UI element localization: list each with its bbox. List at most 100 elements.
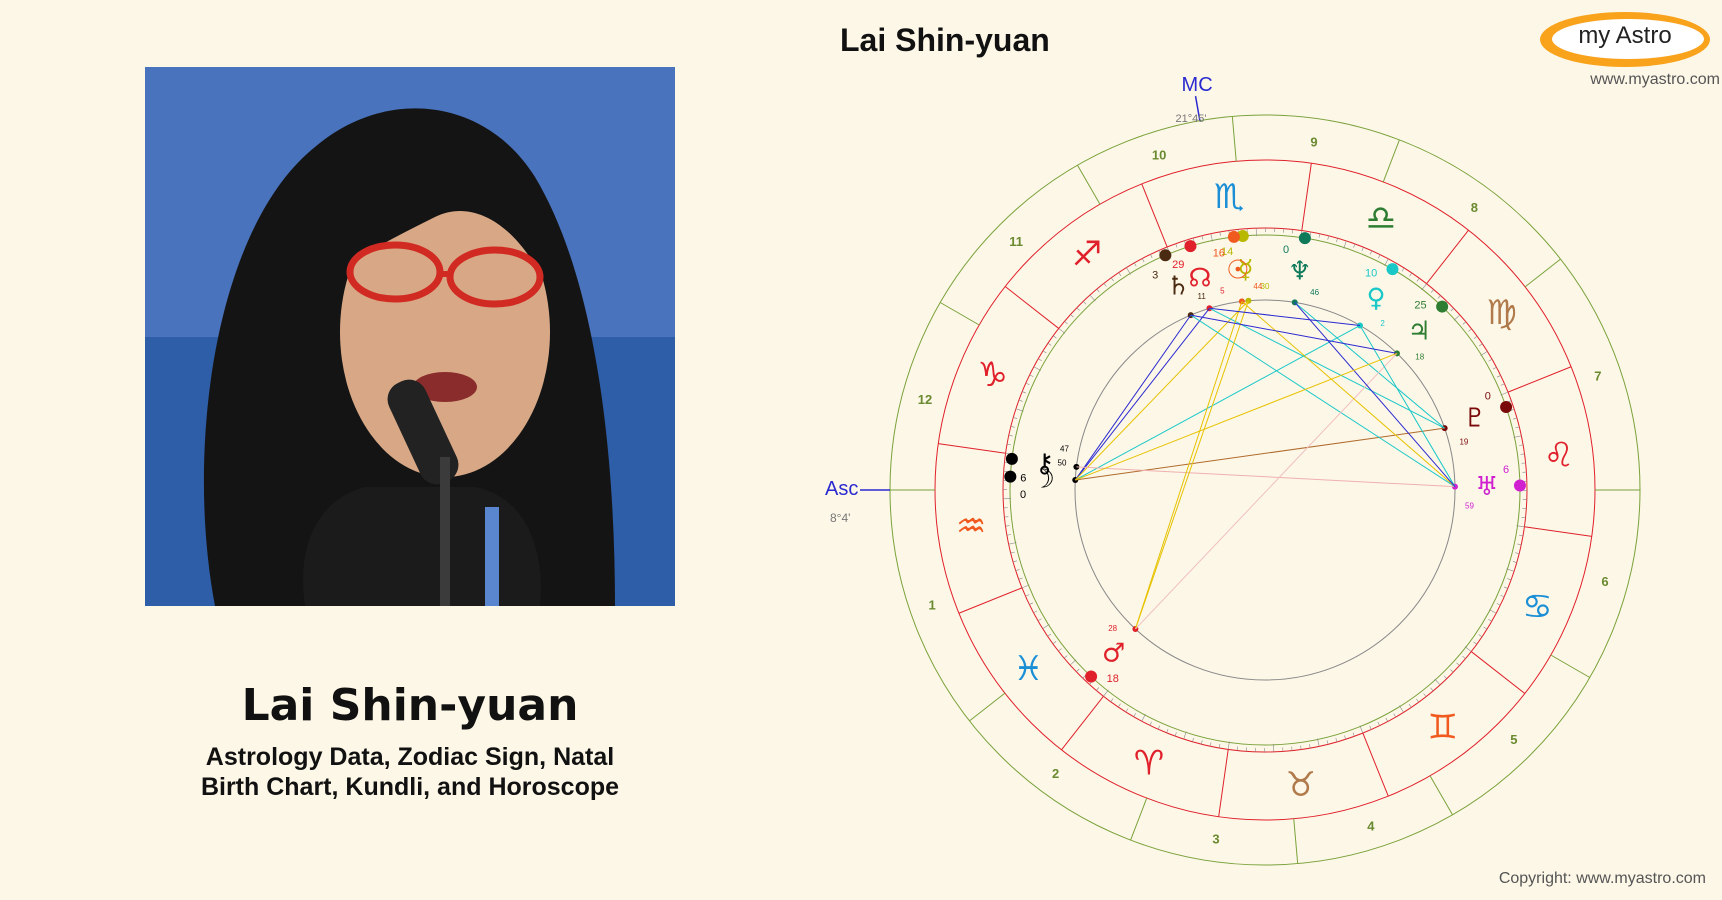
uranus-degree: 6 xyxy=(1503,464,1509,476)
degree-tick xyxy=(1058,648,1062,652)
logo-url[interactable]: www.myastro.com xyxy=(1590,71,1720,88)
uranus-marker xyxy=(1513,479,1526,492)
degree-tick xyxy=(1052,641,1057,644)
degree-tick xyxy=(1012,560,1017,563)
house-cusp xyxy=(1130,797,1148,841)
asc-label: Asc xyxy=(825,478,858,500)
myastro-logo[interactable]: my Astro xyxy=(1540,12,1710,67)
degree-tick xyxy=(1192,737,1194,742)
aspect-line xyxy=(1209,307,1361,326)
house-cusp xyxy=(1077,164,1101,205)
degree-tick xyxy=(1492,367,1497,370)
degree-tick xyxy=(1393,713,1396,718)
degree-tick xyxy=(1423,693,1427,697)
house-number: 11 xyxy=(1009,234,1023,249)
degree-tick xyxy=(1369,725,1372,730)
moon-marker xyxy=(1004,470,1017,483)
aspect-line xyxy=(1294,302,1456,488)
degree-tick xyxy=(1042,350,1047,354)
degree-tick xyxy=(1385,717,1388,722)
degree-tick xyxy=(1462,655,1466,659)
degree-tick xyxy=(1478,634,1483,638)
mercury-minute: 30 xyxy=(1261,282,1270,291)
neptune-icon: ♆ xyxy=(1288,257,1311,287)
degree-tick xyxy=(1416,278,1420,282)
degree-tick xyxy=(1450,669,1454,673)
degree-tick xyxy=(1500,383,1505,386)
gemini-sign-icon: ♊ xyxy=(1428,708,1458,748)
degree-tick xyxy=(1513,417,1518,420)
degree-tick xyxy=(1025,594,1030,597)
degree-tick xyxy=(1133,713,1136,717)
sign-divider xyxy=(1141,183,1168,248)
node-degree: 29 xyxy=(1172,259,1184,271)
sun-minute: 44 xyxy=(1253,282,1262,291)
node-minute: 5 xyxy=(1220,286,1225,295)
jupiter-marker xyxy=(1436,300,1449,313)
pluto-degree: 0 xyxy=(1485,390,1491,402)
pluto-icon: ♇ xyxy=(1463,404,1486,434)
degree-tick xyxy=(1488,619,1492,622)
sign-divider xyxy=(1470,651,1526,694)
mercury-marker xyxy=(1236,229,1249,242)
degree-tick xyxy=(1175,243,1178,248)
degree-tick xyxy=(1111,277,1114,282)
degree-tick xyxy=(1326,740,1329,745)
degree-tick xyxy=(1384,258,1389,267)
node-icon: ☊ xyxy=(1189,264,1212,294)
degree-tick xyxy=(1126,267,1131,275)
degree-tick xyxy=(1515,552,1520,554)
degree-tick xyxy=(1515,426,1520,429)
aspect-line xyxy=(1134,300,1249,630)
degree-tick xyxy=(1069,659,1077,666)
degree-tick xyxy=(1082,675,1086,679)
uranus-icon: ♅ xyxy=(1475,472,1498,502)
house-cusp xyxy=(1231,116,1237,162)
degree-tick xyxy=(1103,689,1109,697)
degree-tick xyxy=(1408,703,1412,708)
degree-tick xyxy=(1134,262,1137,267)
scorpio-sign-icon: ♏ xyxy=(1214,177,1244,217)
sign-divider xyxy=(1301,163,1312,231)
degree-tick xyxy=(1227,741,1230,750)
degree-tick xyxy=(1018,577,1023,580)
house-cusp xyxy=(1382,139,1400,183)
degree-tick xyxy=(1209,742,1212,747)
degree-tick xyxy=(1005,525,1010,527)
degree-tick xyxy=(1096,288,1100,293)
degree-tick xyxy=(1064,321,1068,325)
degree-tick xyxy=(1006,443,1012,446)
degree-tick xyxy=(1488,609,1497,614)
degree-tick xyxy=(1519,444,1524,446)
degree-tick xyxy=(1218,743,1221,749)
house-cusp xyxy=(1550,654,1591,678)
degree-tick xyxy=(1437,295,1441,299)
aspect-line xyxy=(1135,352,1398,630)
degree-tick xyxy=(1166,728,1169,733)
degree-tick xyxy=(1047,342,1052,346)
venus-marker xyxy=(1386,263,1399,276)
degree-tick xyxy=(1378,254,1381,259)
house-cusp xyxy=(1293,818,1299,864)
aspect-line xyxy=(1209,307,1445,429)
natal-chart-wheel: ♈♉♊♋♌♍♎♏♐♑♒♓123456789101112Asc8°4'MC21°4… xyxy=(825,74,1641,866)
degree-tick xyxy=(1183,731,1187,740)
degree-tick xyxy=(1070,314,1074,318)
degree-tick xyxy=(1117,703,1121,708)
degree-tick xyxy=(1076,668,1080,672)
jupiter-minute: 18 xyxy=(1415,353,1424,362)
mc-axis xyxy=(1194,95,1201,121)
house-number: 9 xyxy=(1310,134,1317,149)
degree-tick xyxy=(1110,698,1114,702)
degree-tick xyxy=(1309,231,1312,237)
degree-tick xyxy=(1488,359,1493,362)
degree-tick xyxy=(1300,745,1302,750)
sign-divider xyxy=(1004,286,1060,329)
saturn-icon: ♄ xyxy=(1167,272,1190,302)
degree-tick xyxy=(1063,655,1068,659)
degree-tick xyxy=(1344,735,1346,740)
degree-tick xyxy=(1359,725,1364,734)
zodiac-ring-inner xyxy=(1002,227,1528,753)
degree-tick xyxy=(1174,732,1177,737)
chiron-icon: ⚷ xyxy=(1035,449,1054,479)
